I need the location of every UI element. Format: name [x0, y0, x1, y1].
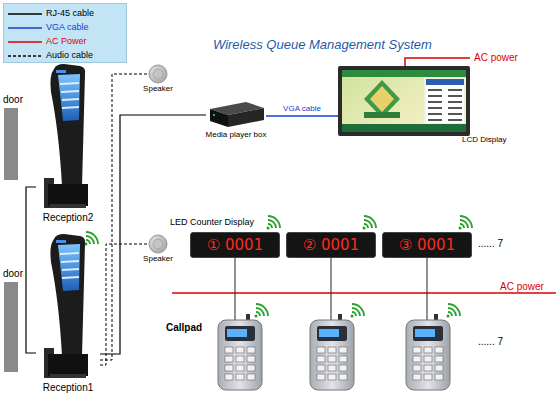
- legend-sample: [8, 10, 42, 18]
- wireless-icon: [363, 216, 377, 230]
- wireless-icon: [255, 304, 269, 318]
- legend-line: [8, 55, 42, 57]
- door-panel: [4, 108, 18, 180]
- legend-text: RJ-45 cable: [46, 8, 94, 18]
- free-label: door: [3, 94, 23, 105]
- connector: [26, 187, 36, 353]
- door-panel: [4, 282, 18, 372]
- lcd-art: [338, 66, 470, 136]
- speaker-node: Speaker: [138, 232, 178, 266]
- free-label: ...... 7: [478, 336, 503, 347]
- callpad-node: Callpad: [166, 314, 270, 396]
- free-label: AC power: [474, 52, 518, 63]
- connector-label: VGA cable: [276, 104, 328, 113]
- drop-wire: [235, 258, 427, 322]
- connector: [100, 244, 148, 365]
- callpad: [310, 314, 354, 390]
- node-label: Speaker: [138, 255, 178, 264]
- speaker-node: Speaker: [138, 62, 178, 96]
- speaker-art: [149, 235, 167, 253]
- wireless-icon: [351, 304, 365, 318]
- legend-line: [8, 13, 42, 15]
- kiosk-art: [44, 64, 88, 208]
- node-label: Callpad: [166, 322, 212, 333]
- kiosk-icon: [36, 232, 100, 380]
- pad-art: [218, 314, 262, 390]
- free-label: door: [3, 268, 23, 279]
- speaker-art: [149, 65, 167, 83]
- kiosk-node: Reception1: [36, 232, 100, 396]
- kiosk-node: Reception2: [36, 62, 100, 226]
- lcd-node: LCD Display: [338, 66, 518, 148]
- node-label: Media player box: [196, 131, 276, 140]
- legend-box: RJ-45 cableVGA cable AC PowerAudio cable: [3, 3, 127, 63]
- counter-number: ③ 0001: [383, 237, 471, 254]
- kiosk-art: [44, 234, 88, 378]
- kiosk-icon: [36, 62, 100, 210]
- led-node: ① 0001: [190, 232, 280, 258]
- counter-number: ① 0001: [191, 237, 279, 254]
- connector: [266, 115, 338, 117]
- player-art: [210, 102, 264, 127]
- free-label: ...... 7: [478, 238, 503, 249]
- legend-text: VGA cable: [46, 22, 89, 32]
- wireless-icon: [447, 304, 461, 318]
- led-node: ③ 0001: [382, 232, 472, 258]
- free-label: AC power: [500, 281, 544, 292]
- ac-power-wire: [405, 58, 470, 66]
- node-label: LCD Display: [462, 136, 518, 145]
- callpad: [406, 314, 450, 390]
- connector: [100, 74, 148, 360]
- diagram-title: Wireless Queue Management System: [213, 37, 432, 52]
- legend-line: [8, 41, 42, 43]
- legend-sample: [8, 38, 42, 46]
- node-label: Reception2: [36, 212, 100, 223]
- speaker-icon: [148, 64, 168, 84]
- legend-text: AC Power: [46, 36, 87, 46]
- speaker-icon: [148, 234, 168, 254]
- ac-power-bus: [172, 292, 556, 294]
- counter-number: ② 0001: [287, 237, 375, 254]
- lcd-icon: [338, 66, 470, 136]
- legend-text: Audio cable: [46, 50, 93, 60]
- led-node: ② 0001: [286, 232, 376, 258]
- legend-sample: [8, 24, 42, 32]
- wireless-icon: [459, 216, 473, 230]
- legend-line: [8, 27, 42, 29]
- pad-icon: [216, 314, 264, 390]
- free-label: LED Counter Display: [170, 217, 254, 227]
- legend-sample: [8, 52, 42, 60]
- node-label: Speaker: [138, 85, 178, 94]
- wireless-icon: [85, 232, 99, 246]
- player-node: Media player box: [196, 100, 276, 144]
- wireless-icon: [267, 216, 281, 230]
- node-label: Reception1: [36, 382, 100, 393]
- player-icon: [206, 100, 266, 128]
